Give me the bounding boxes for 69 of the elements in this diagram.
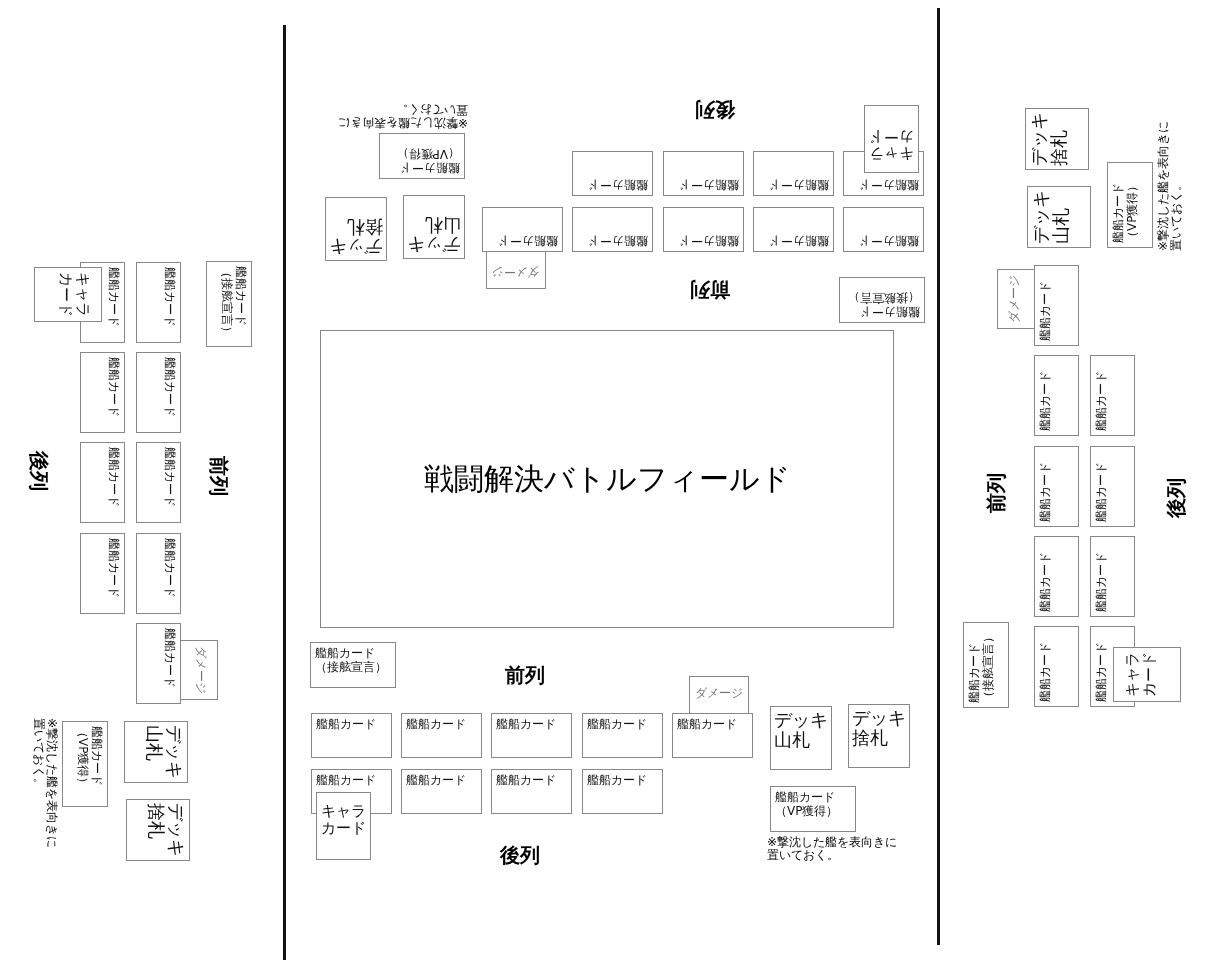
victory-card-slot: 艦船カード（VP獲得） <box>770 786 856 832</box>
discard-pile-slot: デッキ捨札 <box>848 704 910 768</box>
ship-card-slot: 艦船カード <box>401 713 482 758</box>
row-label: 後列 <box>26 451 52 491</box>
ship-card-slot: 艦船カード <box>1090 446 1135 527</box>
ship-card-slot: 艦船カード <box>491 769 572 814</box>
ship-card-slot: 艦船カード <box>572 151 653 196</box>
ship-card-slot: 艦船カード <box>401 769 482 814</box>
discard-pile-slot: デッキ捨札 <box>126 799 190 861</box>
deck-slot: デッキ山札 <box>403 195 465 259</box>
note-text: ※撃沈した艦を表向きに置いておく。 <box>1157 119 1183 251</box>
ship-card-slot: 艦船カード <box>80 442 125 523</box>
row-label: 前列 <box>983 473 1009 513</box>
ship-card-slot: 艦船カード <box>136 533 181 614</box>
boarding-card-slot: 艦船カード（接舷宣言） <box>963 622 1009 708</box>
damage-slot: ダメージ <box>997 269 1035 329</box>
note-text: ※撃沈した艦を表向きに置いておく。 <box>32 718 58 851</box>
ship-card-slot: 艦船カード <box>311 713 392 758</box>
row-label: 後列 <box>500 842 540 869</box>
ship-card-slot: 艦船カード <box>1034 626 1079 707</box>
ship-card-slot: 艦船カード <box>136 262 181 343</box>
discard-pile-slot: デッキ捨札 <box>325 197 387 261</box>
row-label: 前列 <box>690 277 730 303</box>
ship-card-slot: 艦船カード <box>80 533 125 614</box>
ship-card-slot: 艦船カード <box>1090 355 1135 436</box>
ship-card-slot: 艦船カード <box>572 207 653 252</box>
ship-card-slot: 艦船カード <box>136 442 181 523</box>
boarding-card-slot: 艦船カード（接舷宣言） <box>310 642 396 688</box>
note-text: ※撃沈した艦を表向きに置いておく。 <box>767 836 899 862</box>
ship-card-slot: 艦船カード <box>482 207 563 252</box>
discard-pile-slot: デッキ捨札 <box>1025 108 1089 170</box>
ship-card-slot: 艦船カード <box>136 623 181 704</box>
ship-card-slot: 艦船カード <box>663 207 744 252</box>
victory-card-slot: 艦船カード（VP獲得） <box>1107 162 1153 248</box>
ship-card-slot: 艦船カード <box>663 151 744 196</box>
ship-card-slot: 艦船カード <box>582 713 663 758</box>
ship-card-slot: 艦船カード <box>1034 355 1079 436</box>
ship-card-slot: 艦船カード <box>843 207 924 252</box>
ship-card-slot: 艦船カード <box>753 207 834 252</box>
row-label: 前列 <box>206 456 232 496</box>
ship-card-slot: 艦船カード <box>1090 536 1135 617</box>
damage-slot: ダメージ <box>180 640 218 700</box>
deck-slot: デッキ山札 <box>770 706 832 770</box>
ship-card-slot: 艦船カード <box>1034 536 1079 617</box>
row-label: 後列 <box>1163 478 1189 518</box>
character-card-slot: キャラカード <box>864 105 919 173</box>
character-card-slot: キャラカード <box>34 267 102 322</box>
ship-card-slot: 艦船カード <box>491 713 572 758</box>
victory-card-slot: 艦船カード（VP獲得） <box>379 133 465 179</box>
damage-slot: ダメージ <box>486 251 546 289</box>
battlefield-area: 戦闘解決バトルフィールド <box>320 330 894 628</box>
row-label: 後列 <box>695 97 735 123</box>
ship-card-slot: 艦船カード <box>753 151 834 196</box>
ship-card-slot: 艦船カード <box>582 769 663 814</box>
character-card-slot: キャラカード <box>316 792 371 860</box>
note-text: ※撃沈した艦を表向きに置いておく。 <box>336 103 468 129</box>
ship-card-slot: 艦船カード <box>136 352 181 433</box>
ship-card-slot: 艦船カード <box>80 352 125 433</box>
deck-slot: デッキ山札 <box>1027 186 1091 248</box>
deck-slot: デッキ山札 <box>124 721 188 783</box>
row-label: 前列 <box>505 662 545 689</box>
character-card-slot: キャラカード <box>1113 647 1181 702</box>
boarding-card-slot: 艦船カード（接舷宣言） <box>839 277 925 323</box>
boarding-card-slot: 艦船カード（接舷宣言） <box>206 261 252 347</box>
victory-card-slot: 艦船カード（VP獲得） <box>62 721 108 807</box>
ship-card-slot: 艦船カード <box>672 713 753 758</box>
damage-slot: ダメージ <box>689 676 749 714</box>
ship-card-slot: 艦船カード <box>1034 265 1079 346</box>
ship-card-slot: 艦船カード <box>1034 446 1079 527</box>
